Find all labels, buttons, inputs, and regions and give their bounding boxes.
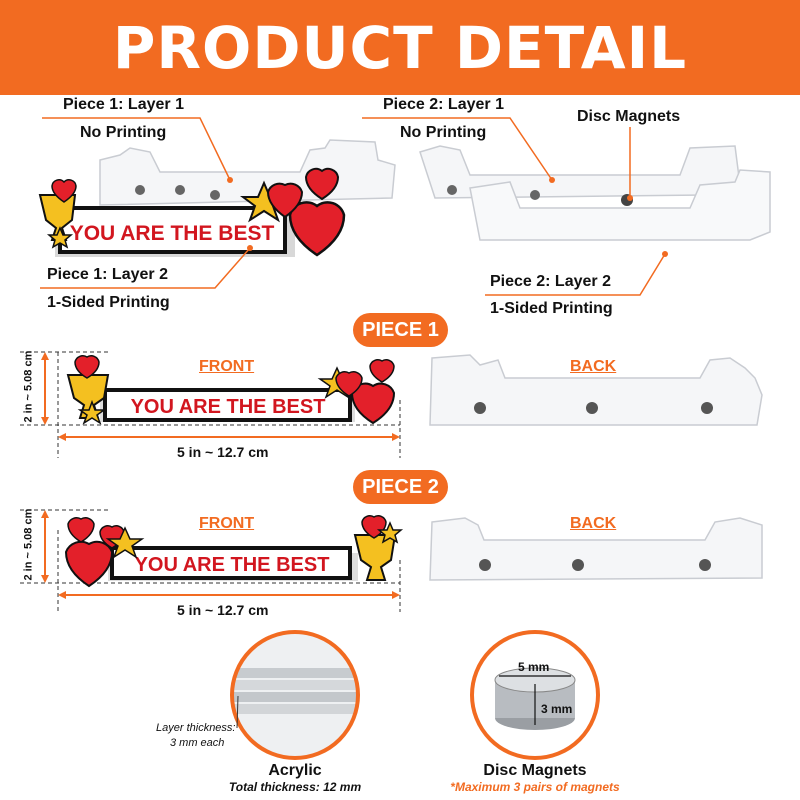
piece2-back-clear-shape	[429, 517, 763, 581]
exploded-view-illustration: YOU ARE THE BEST	[38, 117, 771, 296]
piece1-front-banner-text: YOU ARE THE BEST	[131, 396, 326, 418]
piece2-layer1-hole-2	[530, 190, 540, 200]
piece2-back-hole-3	[699, 559, 711, 571]
acrylic-layer-note-2: 3 mm each	[170, 737, 225, 749]
trophy-icon	[353, 534, 397, 581]
heart-icon-small	[335, 371, 363, 397]
piece1-front-banner	[103, 388, 352, 422]
leader-dot-p2-layer2	[662, 251, 668, 257]
star-icon-small	[376, 521, 404, 544]
piece2-layer1-hole-1	[447, 185, 457, 195]
heart-icon	[51, 179, 77, 203]
acrylic-title: Acrylic	[268, 762, 322, 779]
acrylic-circle-border	[230, 630, 360, 760]
piece1-layer2-banner-text: YOU ARE THE BEST	[70, 222, 275, 245]
acrylic-caption: Acrylic Total thickness: 12 mm	[195, 762, 395, 794]
arrow-head	[41, 575, 49, 583]
heart-icon-small	[369, 359, 395, 383]
piece1-back-hole-2	[586, 402, 598, 414]
materials-illustration	[230, 630, 600, 760]
acrylic-leader	[236, 695, 239, 729]
magnet-height-label: 3 mm	[541, 702, 573, 716]
piece2-width-label: 5 in ~ 12.7 cm	[177, 602, 269, 618]
leader-dot-p1-layer2	[247, 245, 253, 251]
magnet-circle-border	[470, 630, 600, 760]
label-p1-layer2-note: 1-Sided Printing	[47, 294, 170, 311]
star-icon	[105, 526, 145, 559]
arrow-head	[41, 417, 49, 425]
piece1-layer1-hole-2	[175, 185, 185, 195]
leader-dot-magnet	[627, 195, 633, 201]
piece2-back-hole-1	[479, 559, 491, 571]
piece2-height-label: 2 in ~ 5.08 cm	[22, 508, 35, 581]
arrow-head	[392, 591, 400, 599]
arrow-head	[41, 510, 49, 518]
label-disc-magnets: Disc Magnets	[577, 108, 681, 125]
piece2-title: PIECE 2	[353, 470, 448, 504]
piece1-back-clear-shape	[429, 354, 763, 426]
heart-icon-medium	[266, 182, 304, 219]
leader-line-p1-layer2	[40, 247, 251, 289]
piece2-front-banner-text: YOU ARE THE BEST	[135, 554, 330, 576]
leader-dot-p2-layer1	[549, 177, 555, 183]
piece1-width-label: 5 in ~ 12.7 cm	[177, 444, 269, 460]
piece2-back-label: BACK	[570, 515, 617, 532]
piece2-back-hole-2	[572, 559, 584, 571]
label-p2-layer1-title: Piece 2: Layer 1	[383, 96, 504, 113]
piece1-front-label: FRONT	[199, 358, 255, 375]
label-p1-layer2-title: Piece 1: Layer 2	[47, 266, 168, 283]
arrow-head	[58, 591, 66, 599]
acrylic-layers	[232, 668, 358, 714]
leader-line-p2-layer2	[485, 253, 666, 296]
piece1-back-hole-1	[474, 402, 486, 414]
piece2-front-label: FRONT	[199, 515, 255, 532]
arrow-head	[392, 433, 400, 441]
piece1-back-label: BACK	[570, 358, 617, 375]
acrylic-layer-note-1: Layer thickness:	[156, 722, 236, 734]
header-banner: PRODUCT DETAIL	[0, 0, 800, 95]
heart-icon	[361, 515, 387, 539]
acrylic-subtitle: Total thickness: 12 mm	[228, 780, 362, 794]
magnet-diameter-label: 5 mm	[518, 660, 550, 674]
heart-icon-small	[67, 517, 95, 543]
heart-icon	[74, 355, 100, 379]
label-p2-layer2-title: Piece 2: Layer 2	[490, 273, 611, 290]
label-p1-layer1-title: Piece 1: Layer 1	[63, 96, 184, 113]
page-title: PRODUCT DETAIL	[112, 13, 688, 82]
arrow-head	[58, 433, 66, 441]
piece1-dimension-illustration: YOU ARE THE BEST	[20, 351, 763, 458]
magnet-subtitle: *Maximum 3 pairs of magnets	[450, 780, 620, 794]
label-p2-layer1-note: No Printing	[400, 124, 487, 141]
leader-line-p2-layer1	[362, 117, 553, 181]
star-icon	[77, 399, 107, 425]
heart-icon-large	[64, 540, 114, 588]
leader-line-p1-layer1	[42, 117, 231, 181]
piece1-layer1-hole-1	[135, 185, 145, 195]
heart-icon-large	[350, 382, 396, 425]
magnet-title: Disc Magnets	[483, 762, 587, 779]
piece2-layer1-clear-shape	[419, 145, 741, 199]
piece2-front-banner	[110, 546, 352, 580]
arrow-head	[41, 352, 49, 360]
piece1-layer1-clear-shape	[99, 139, 396, 206]
piece1-title: PIECE 1	[353, 313, 448, 347]
piece2-dimension-illustration: YOU ARE THE BEST	[20, 509, 763, 612]
heart-icon-large	[288, 201, 346, 257]
label-p2-layer2-note: 1-Sided Printing	[490, 300, 613, 317]
piece1-layer1-hole-3	[210, 190, 220, 200]
piece1-back-hole-3	[701, 402, 713, 414]
piece2-layer2-clear-shape	[469, 169, 771, 241]
magnet-caption: Disc Magnets *Maximum 3 pairs of magnets	[420, 762, 650, 794]
label-p1-layer1-note: No Printing	[80, 124, 167, 141]
heart-icon-small	[304, 167, 340, 201]
star-icon-small	[46, 226, 74, 249]
piece1-height-label: 2 in ~ 5.08 cm	[22, 350, 35, 423]
leader-dot-p1-layer1	[227, 177, 233, 183]
